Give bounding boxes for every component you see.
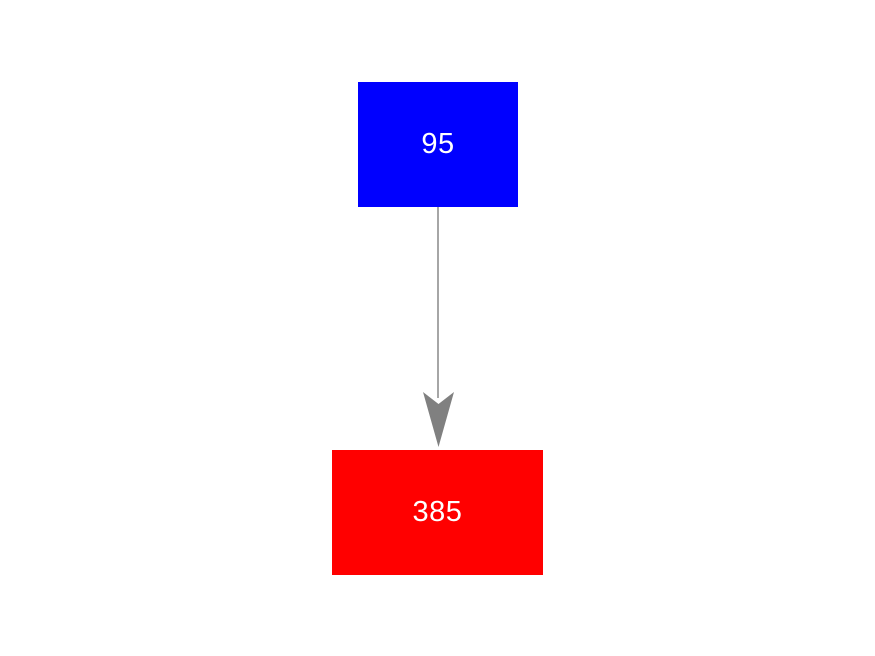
node-bottom: 385 [332, 450, 543, 575]
node-top: 95 [358, 82, 518, 207]
node-top-label: 95 [421, 128, 455, 160]
node-bottom-label: 385 [412, 496, 463, 528]
arrowhead-icon [423, 392, 454, 447]
